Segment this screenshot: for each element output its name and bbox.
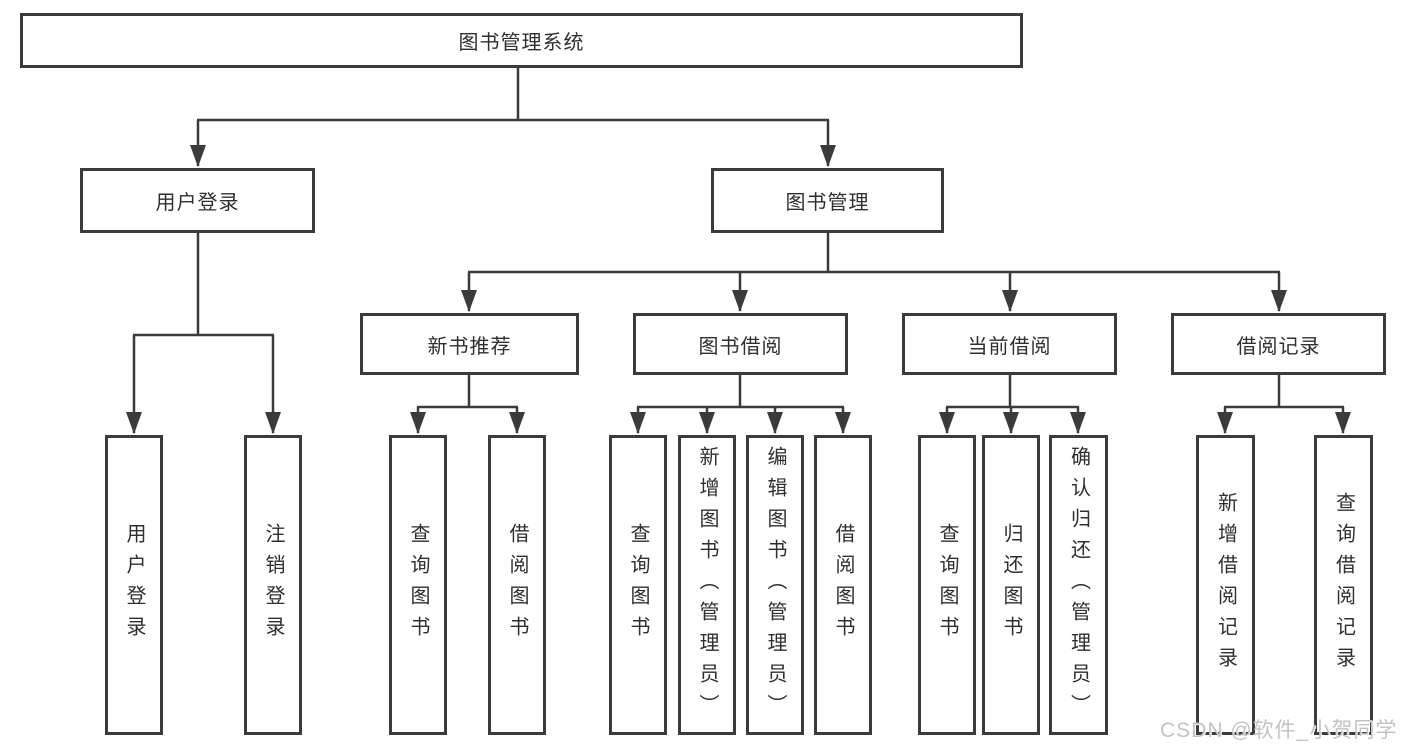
- leaf-logout-label: 注销登录: [262, 523, 284, 647]
- leaf-query-borrow-record-label: 查询借阅记录: [1332, 492, 1355, 678]
- leaf-return-books-label: 归还图书: [1000, 523, 1022, 647]
- leaf-query-books-recommend: 查询图书: [389, 435, 447, 735]
- spine-user-login: [133, 233, 274, 337]
- node-current-borrowing: 当前借阅: [902, 313, 1117, 375]
- leaf-query-books-current-label: 查询图书: [936, 523, 958, 647]
- node-borrowing-records: 借阅记录: [1171, 313, 1386, 375]
- node-book-management: 图书管理: [711, 168, 944, 233]
- leaf-edit-book-admin-label: 编辑图书（管理员）: [764, 445, 786, 725]
- node-book-borrowing: 图书借阅: [633, 313, 848, 375]
- leaf-borrow-books-recommend: 借阅图书: [488, 435, 546, 735]
- leaf-user-login-label: 用户登录: [123, 523, 145, 647]
- leaf-query-books-borrowing: 查询图书: [609, 435, 667, 735]
- leaf-query-books-borrowing-label: 查询图书: [627, 523, 649, 647]
- leaf-logout: 注销登录: [244, 435, 302, 735]
- leaf-confirm-return-admin-label: 确认归还（管理员）: [1067, 445, 1090, 725]
- csdn-watermark: CSDN @软件_小贺同学: [1160, 719, 1398, 742]
- leaf-query-books-recommend-label: 查询图书: [407, 523, 429, 647]
- leaf-borrow-books-borrowing: 借阅图书: [814, 435, 872, 735]
- spine-new-book-recommendation: [417, 375, 518, 409]
- leaf-add-book-admin-label: 新增图书（管理员）: [696, 445, 718, 725]
- spine-book-management: [468, 233, 1280, 274]
- leaf-add-borrow-record-label: 新增借阅记录: [1214, 492, 1237, 678]
- node-library-management-system: 图书管理系统: [20, 13, 1023, 68]
- leaf-borrow-books-borrowing-label: 借阅图书: [832, 523, 854, 647]
- leaf-borrow-books-recommend-label: 借阅图书: [506, 523, 528, 647]
- leaf-query-books-current: 查询图书: [918, 435, 976, 735]
- leaf-user-login: 用户登录: [105, 435, 163, 735]
- leaf-add-book-admin: 新增图书（管理员）: [678, 435, 736, 735]
- spine-root: [197, 68, 829, 122]
- node-new-book-recommendation: 新书推荐: [360, 313, 579, 375]
- leaf-query-borrow-record: 查询借阅记录: [1314, 435, 1373, 735]
- spine-current-borrowing: [946, 375, 1079, 409]
- node-user-login: 用户登录: [80, 168, 315, 233]
- leaf-add-borrow-record: 新增借阅记录: [1196, 435, 1255, 735]
- leaf-return-books: 归还图书: [982, 435, 1040, 735]
- spine-book-borrowing: [637, 375, 844, 409]
- leaf-edit-book-admin: 编辑图书（管理员）: [746, 435, 804, 735]
- spine-borrowing-records: [1224, 375, 1344, 409]
- leaf-confirm-return-admin: 确认归还（管理员）: [1049, 435, 1108, 735]
